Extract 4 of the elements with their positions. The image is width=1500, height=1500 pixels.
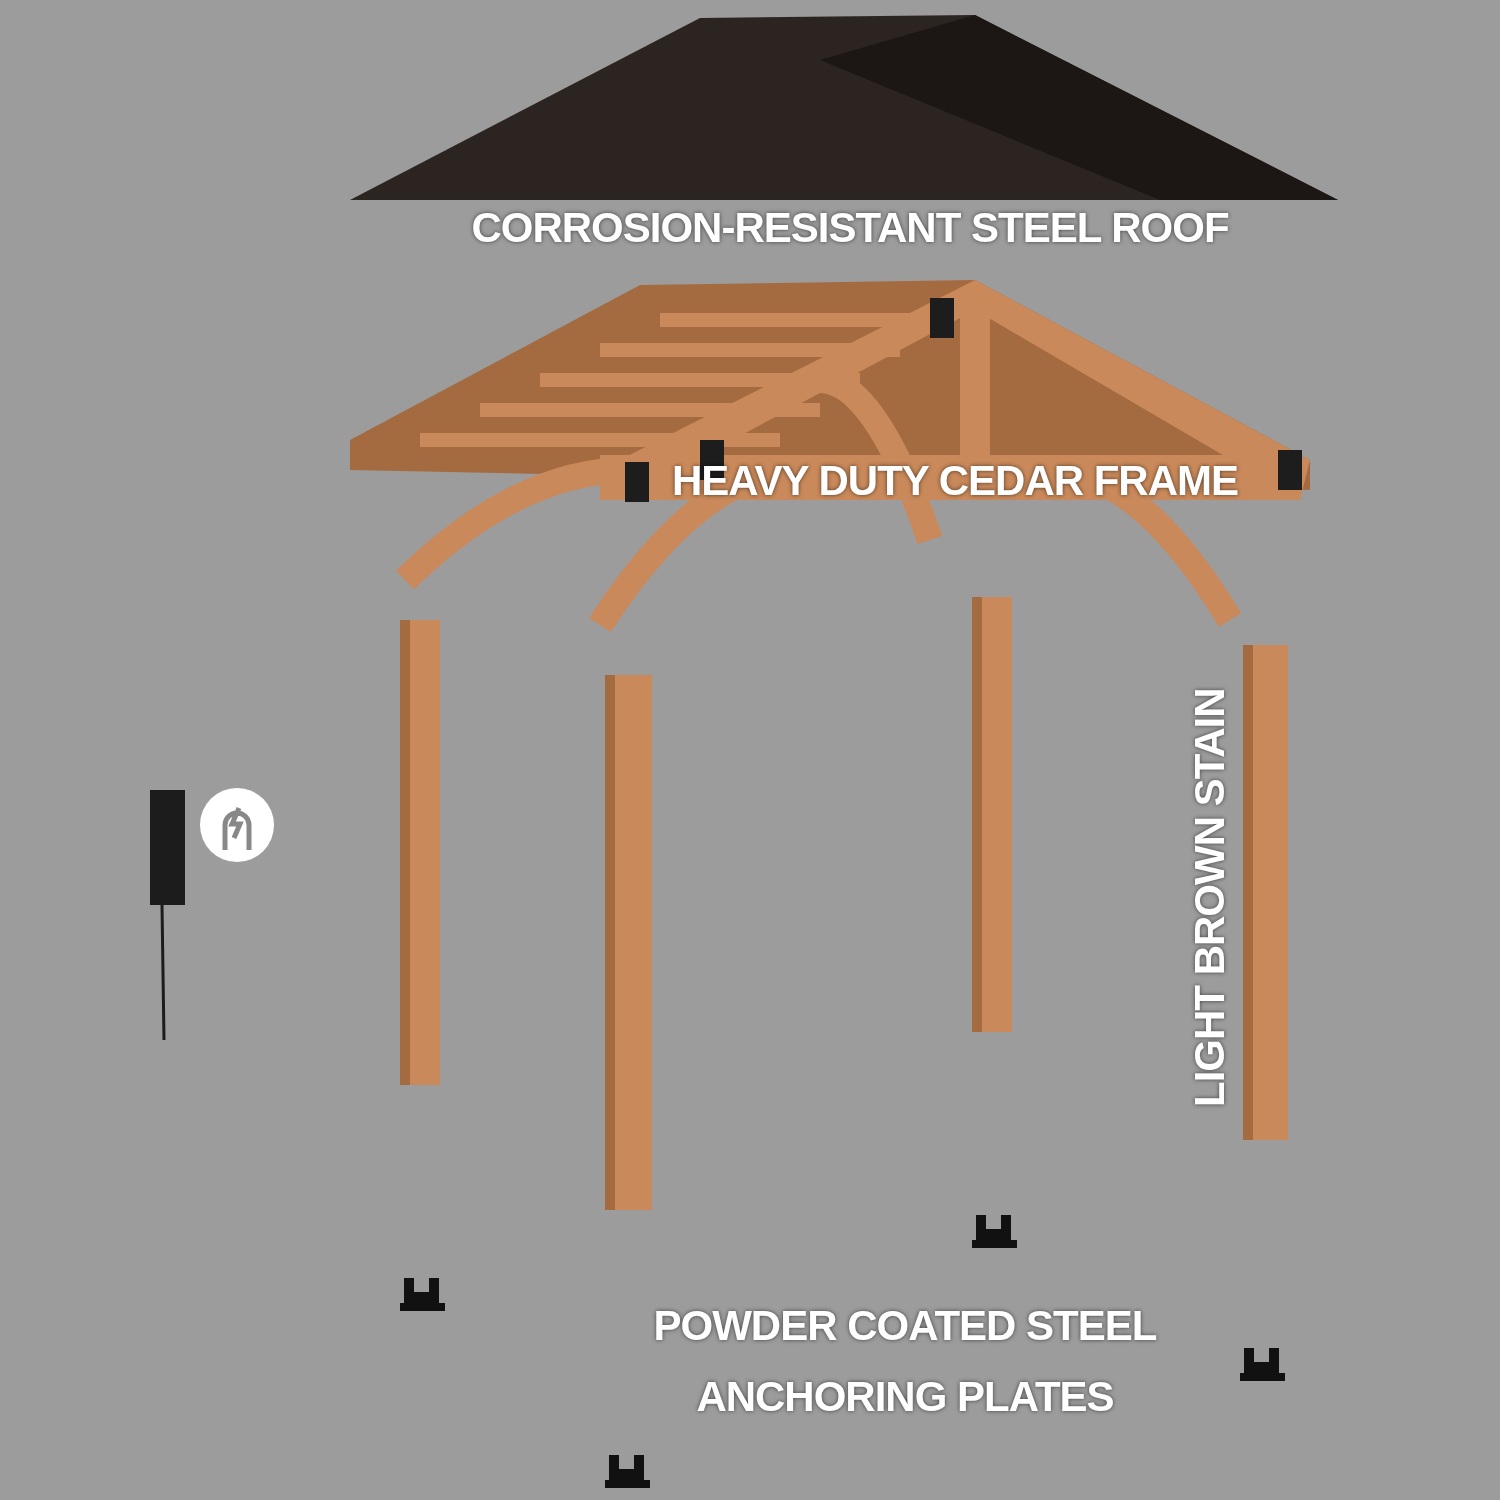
roof-label: CORROSION-RESISTANT STEEL ROOF xyxy=(470,203,1230,253)
frame-label: HEAVY DUTY CEDAR FRAME xyxy=(670,456,1240,506)
stain-label: LIGHT BROWN STAIN xyxy=(1185,687,1235,1108)
anchoring-plates-label: POWDER COATED STEEL ANCHORING PLATES xyxy=(652,1301,1158,1423)
